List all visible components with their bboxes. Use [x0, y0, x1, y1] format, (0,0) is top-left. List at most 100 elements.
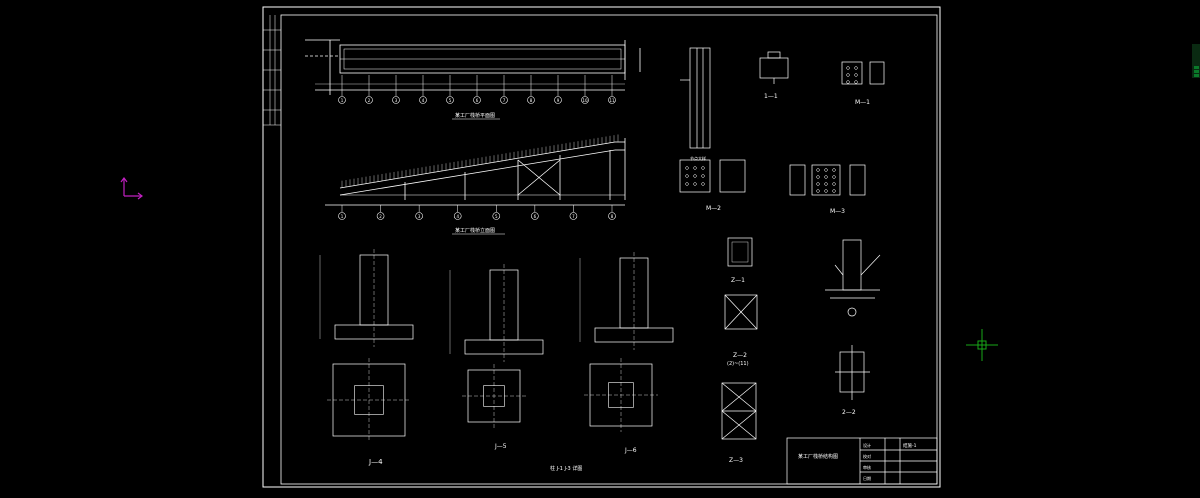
bolt-hole [832, 168, 836, 172]
plan-axis-bubble [527, 96, 535, 104]
title-block-row-label: 审核 [863, 464, 871, 470]
elevation-axis-number: 1 [341, 214, 344, 219]
elevation-view [325, 138, 626, 206]
section-z2-note: (2)~(11) [727, 361, 749, 367]
section-1-1-detail [759, 51, 789, 84]
elevation-railing [341, 134, 619, 188]
plan-axis-bubble [419, 96, 427, 104]
plan-axis-bubble [338, 96, 346, 104]
footing-j4-label: J—4 [368, 458, 383, 466]
bolt-hole [854, 73, 858, 77]
bolt-hole [854, 66, 858, 70]
plate-m1-bolts [846, 66, 858, 84]
sheet-inner-border [280, 14, 938, 485]
bolt-hole [846, 73, 850, 77]
section-z2-label: Z—2 [733, 352, 747, 359]
sheet-outer-border [262, 6, 941, 488]
plan-axis-number: 9 [557, 98, 560, 103]
crosshair-cursor-icon [966, 329, 998, 361]
title-block-row-label: 日期 [863, 475, 871, 481]
plate-m3-bolts [816, 168, 836, 193]
plan-axis-number: 5 [449, 98, 452, 103]
plan-view [305, 39, 641, 95]
plan-axis-number: 2 [368, 98, 371, 103]
node-2-2-label: 2—2 [842, 409, 856, 416]
plate-m1-label: M—1 [855, 99, 870, 106]
bolt-hole [846, 66, 850, 70]
title-block-project: 某工厂栈桥结构图 [798, 453, 838, 460]
bolt-hole [693, 174, 697, 178]
bolt-hole [693, 182, 697, 186]
pedestal-outline [619, 257, 649, 329]
node-detail-upper [825, 239, 881, 317]
elevation-axis-bubble [338, 212, 346, 220]
plate-m2-detail [679, 159, 746, 193]
elevation-axis-number: 2 [379, 214, 382, 219]
footing-j6-label: J—6 [624, 447, 637, 454]
plate-m2-bolts [685, 166, 705, 186]
elevation-axis-bubble [608, 212, 616, 220]
plate-m2-label: M—2 [706, 205, 721, 212]
plan-axis-bubble [473, 96, 481, 104]
elevation-axis-bubble [531, 212, 539, 220]
elevation-axis-number: 8 [611, 214, 614, 219]
bolt-hole [685, 174, 689, 178]
plan-axis-bubble [608, 96, 616, 104]
title-block-row-label: 校对 [863, 453, 871, 459]
bolt-hole [832, 189, 836, 193]
plan-axis-number: 10 [582, 98, 588, 103]
plan-axis-number: 8 [530, 98, 533, 103]
section-z1-label: Z—1 [731, 277, 745, 284]
pedestal-outline [489, 269, 519, 341]
bolt-hole [824, 189, 828, 193]
bolt-hole [816, 182, 820, 186]
node-detail-2-2 [835, 345, 870, 400]
bolt-hole [701, 174, 705, 178]
plan-axis-bubble [554, 96, 562, 104]
elevation-axis-number: 6 [534, 214, 537, 219]
elevation-axis-number: 7 [572, 214, 575, 219]
elevation-axis-bubble [453, 212, 462, 220]
bolt-hole [832, 182, 836, 186]
column-detail-a [680, 47, 711, 149]
elevation-axis-bubble [492, 212, 501, 220]
bolt-hole [693, 166, 697, 170]
elevation-axis-bubble [376, 212, 385, 220]
plate-m1-detail [841, 61, 885, 85]
plan-title: 某工厂栈桥平面图 [455, 112, 495, 119]
plan-axis-number: 3 [395, 98, 398, 103]
footing-detail-title: 柱 J-1 J-3 详图 [550, 465, 582, 472]
ucs-icon [120, 177, 143, 200]
binding-strip [263, 15, 281, 126]
plan-axis-number: 4 [422, 98, 425, 103]
bolt-hole [685, 166, 689, 170]
section-z2 [724, 294, 758, 330]
bolt-hole [832, 175, 836, 179]
elevation-axis-bubble [415, 212, 423, 220]
footing-j5-label: J—5 [494, 443, 507, 450]
foundation-details [319, 249, 674, 362]
plan-axis-number: 1 [341, 98, 344, 103]
bolt-hole [816, 168, 820, 172]
bolt-hole [846, 80, 850, 84]
plate-m3-label: M—3 [830, 208, 845, 215]
bolt-hole [824, 168, 828, 172]
section-z3 [721, 382, 757, 440]
elevation-axis-number: 4 [456, 214, 459, 219]
plan-axis-bubble [446, 96, 454, 104]
bolt-hole [816, 175, 820, 179]
column-detail-caption: 节点大样 [690, 155, 706, 161]
navigation-bar[interactable] [1192, 44, 1200, 78]
pedestal-outline [359, 254, 389, 326]
plan-axis-bubble [500, 96, 508, 104]
bolt-hole [854, 80, 858, 84]
elevation-axis-number: 5 [495, 214, 498, 219]
bolt-hole [824, 182, 828, 186]
footing-plans [327, 358, 658, 442]
bolt-hole [701, 182, 705, 186]
